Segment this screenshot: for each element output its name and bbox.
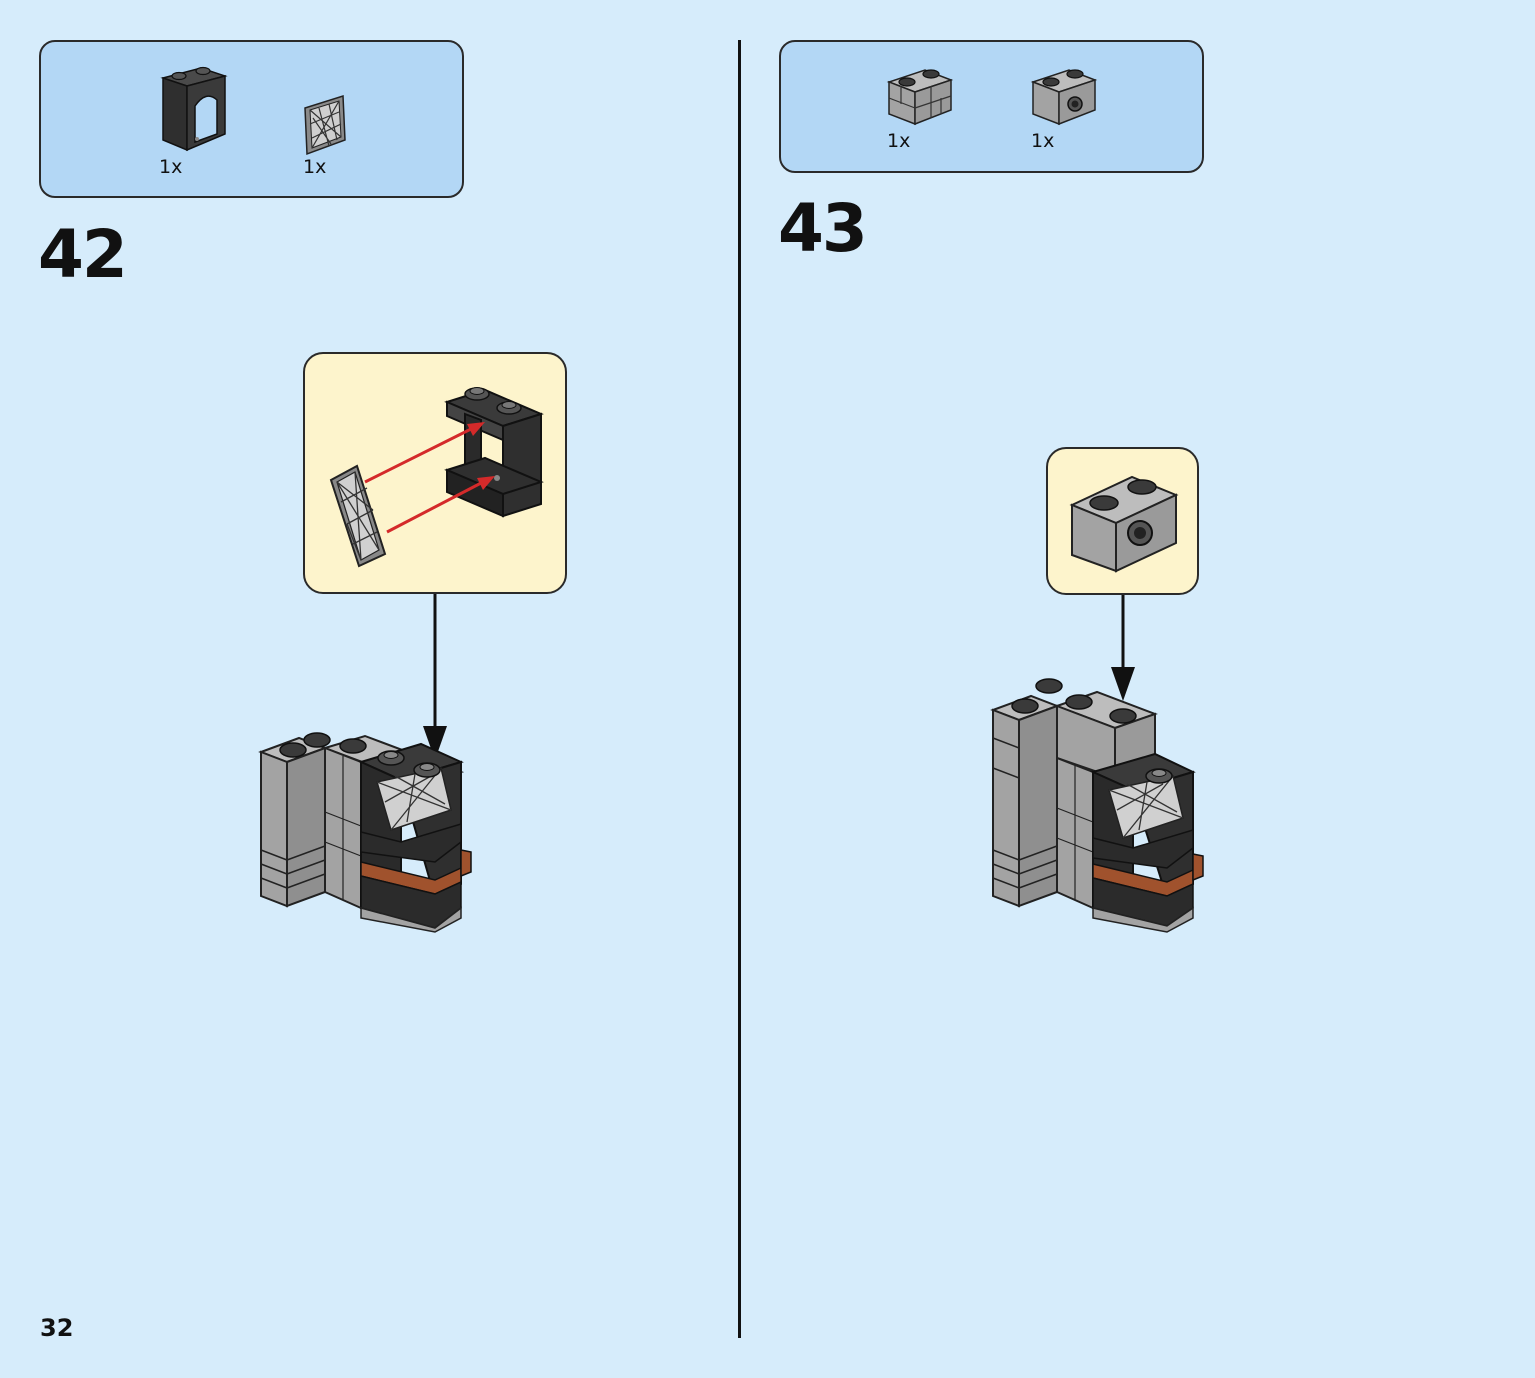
placement-arrow: [1111, 595, 1135, 701]
wall-with-window-model-icon: [258, 732, 472, 933]
part-quantity: 1x: [159, 156, 183, 178]
page-divider: [738, 40, 741, 1338]
sub-assembly-callout: [303, 352, 567, 594]
page-number: 32: [40, 1314, 74, 1342]
part-quantity: 1x: [1031, 130, 1055, 152]
technic-brick-icon: [1029, 64, 1099, 128]
parts-list-step-42: 1x 1x: [39, 40, 464, 198]
window-assembly-icon: [329, 387, 544, 568]
technic-brick-icon: [1069, 475, 1179, 573]
placement-arrow: [423, 594, 447, 760]
step-number: 43: [778, 190, 868, 267]
masonry-brick-icon: [885, 64, 955, 128]
part-quantity: 1x: [887, 130, 911, 152]
sub-assembly-callout: [1046, 447, 1199, 595]
lattice-glass-pane-icon: [301, 94, 349, 156]
step-number: 42: [38, 216, 128, 293]
black-window-frame-icon: [157, 64, 229, 154]
parts-list-step-43: 1x 1x: [779, 40, 1204, 173]
part-quantity: 1x: [303, 156, 327, 178]
wall-with-window-model-icon: [990, 678, 1204, 933]
